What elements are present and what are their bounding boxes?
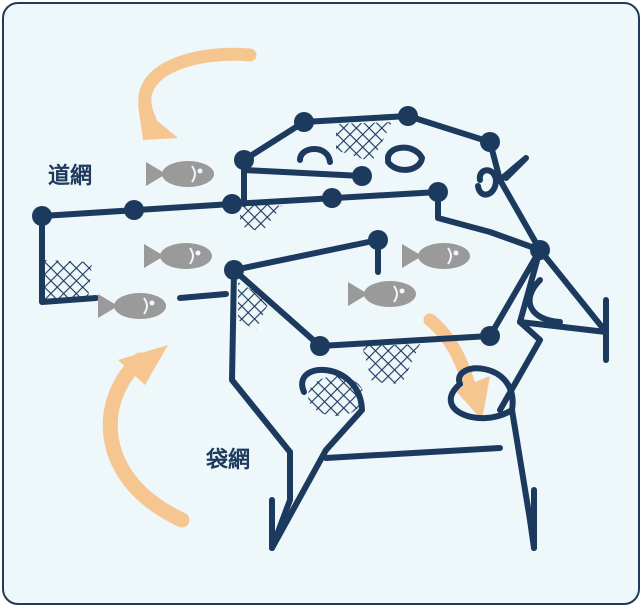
flow-arrow-head [138, 105, 178, 140]
buoy [428, 182, 448, 202]
inner-box-top [231, 237, 381, 273]
net-mesh [336, 122, 392, 162]
buoy [398, 106, 418, 126]
flow-arrow [102, 352, 190, 528]
buoy [480, 326, 500, 346]
buoy [32, 206, 52, 226]
inner-box-left [229, 267, 293, 455]
leader-net-drop [39, 213, 99, 305]
flow-arrow [423, 313, 479, 402]
hook [497, 155, 529, 183]
bag-net-label: 袋網 [206, 448, 251, 473]
flow-arrow-head [455, 376, 490, 420]
net-mesh [362, 344, 420, 384]
front-line [177, 291, 229, 301]
funnel-left-cone [269, 366, 365, 551]
buoys [32, 106, 550, 356]
fish-icon [348, 281, 416, 307]
buoy [234, 150, 254, 170]
buoy [480, 132, 500, 152]
buoy [294, 112, 314, 132]
flow-arrow [138, 47, 257, 127]
buoy [124, 200, 144, 220]
fish-icon [402, 243, 470, 269]
net-mesh-patches [44, 122, 420, 416]
funnel-right-cone [447, 381, 515, 422]
ring [475, 167, 499, 198]
flow-arrows [102, 47, 490, 528]
buoy [368, 230, 388, 250]
buoy [322, 188, 342, 208]
right-wing-arc [526, 277, 563, 325]
buoy [224, 260, 244, 280]
funnel-bar [323, 445, 503, 461]
buoy [310, 336, 330, 356]
buoy [222, 194, 242, 214]
fish-icon [98, 293, 166, 319]
buoy [530, 240, 550, 260]
fish-icon [144, 243, 212, 269]
outer-frame-top [241, 113, 493, 163]
ring [297, 146, 333, 165]
net-mesh [240, 202, 282, 232]
ring [385, 144, 425, 173]
buoy [352, 166, 372, 186]
net-mesh [44, 260, 92, 300]
leader-net-label: 道網 [48, 164, 93, 189]
fish-group [98, 161, 470, 319]
net-mesh [308, 376, 364, 416]
outer-frame-diag [241, 167, 365, 179]
flow-arrow-head [118, 345, 168, 385]
outer-frame-inner [435, 189, 543, 253]
net-mesh [238, 282, 270, 330]
fish-icon [146, 161, 214, 187]
